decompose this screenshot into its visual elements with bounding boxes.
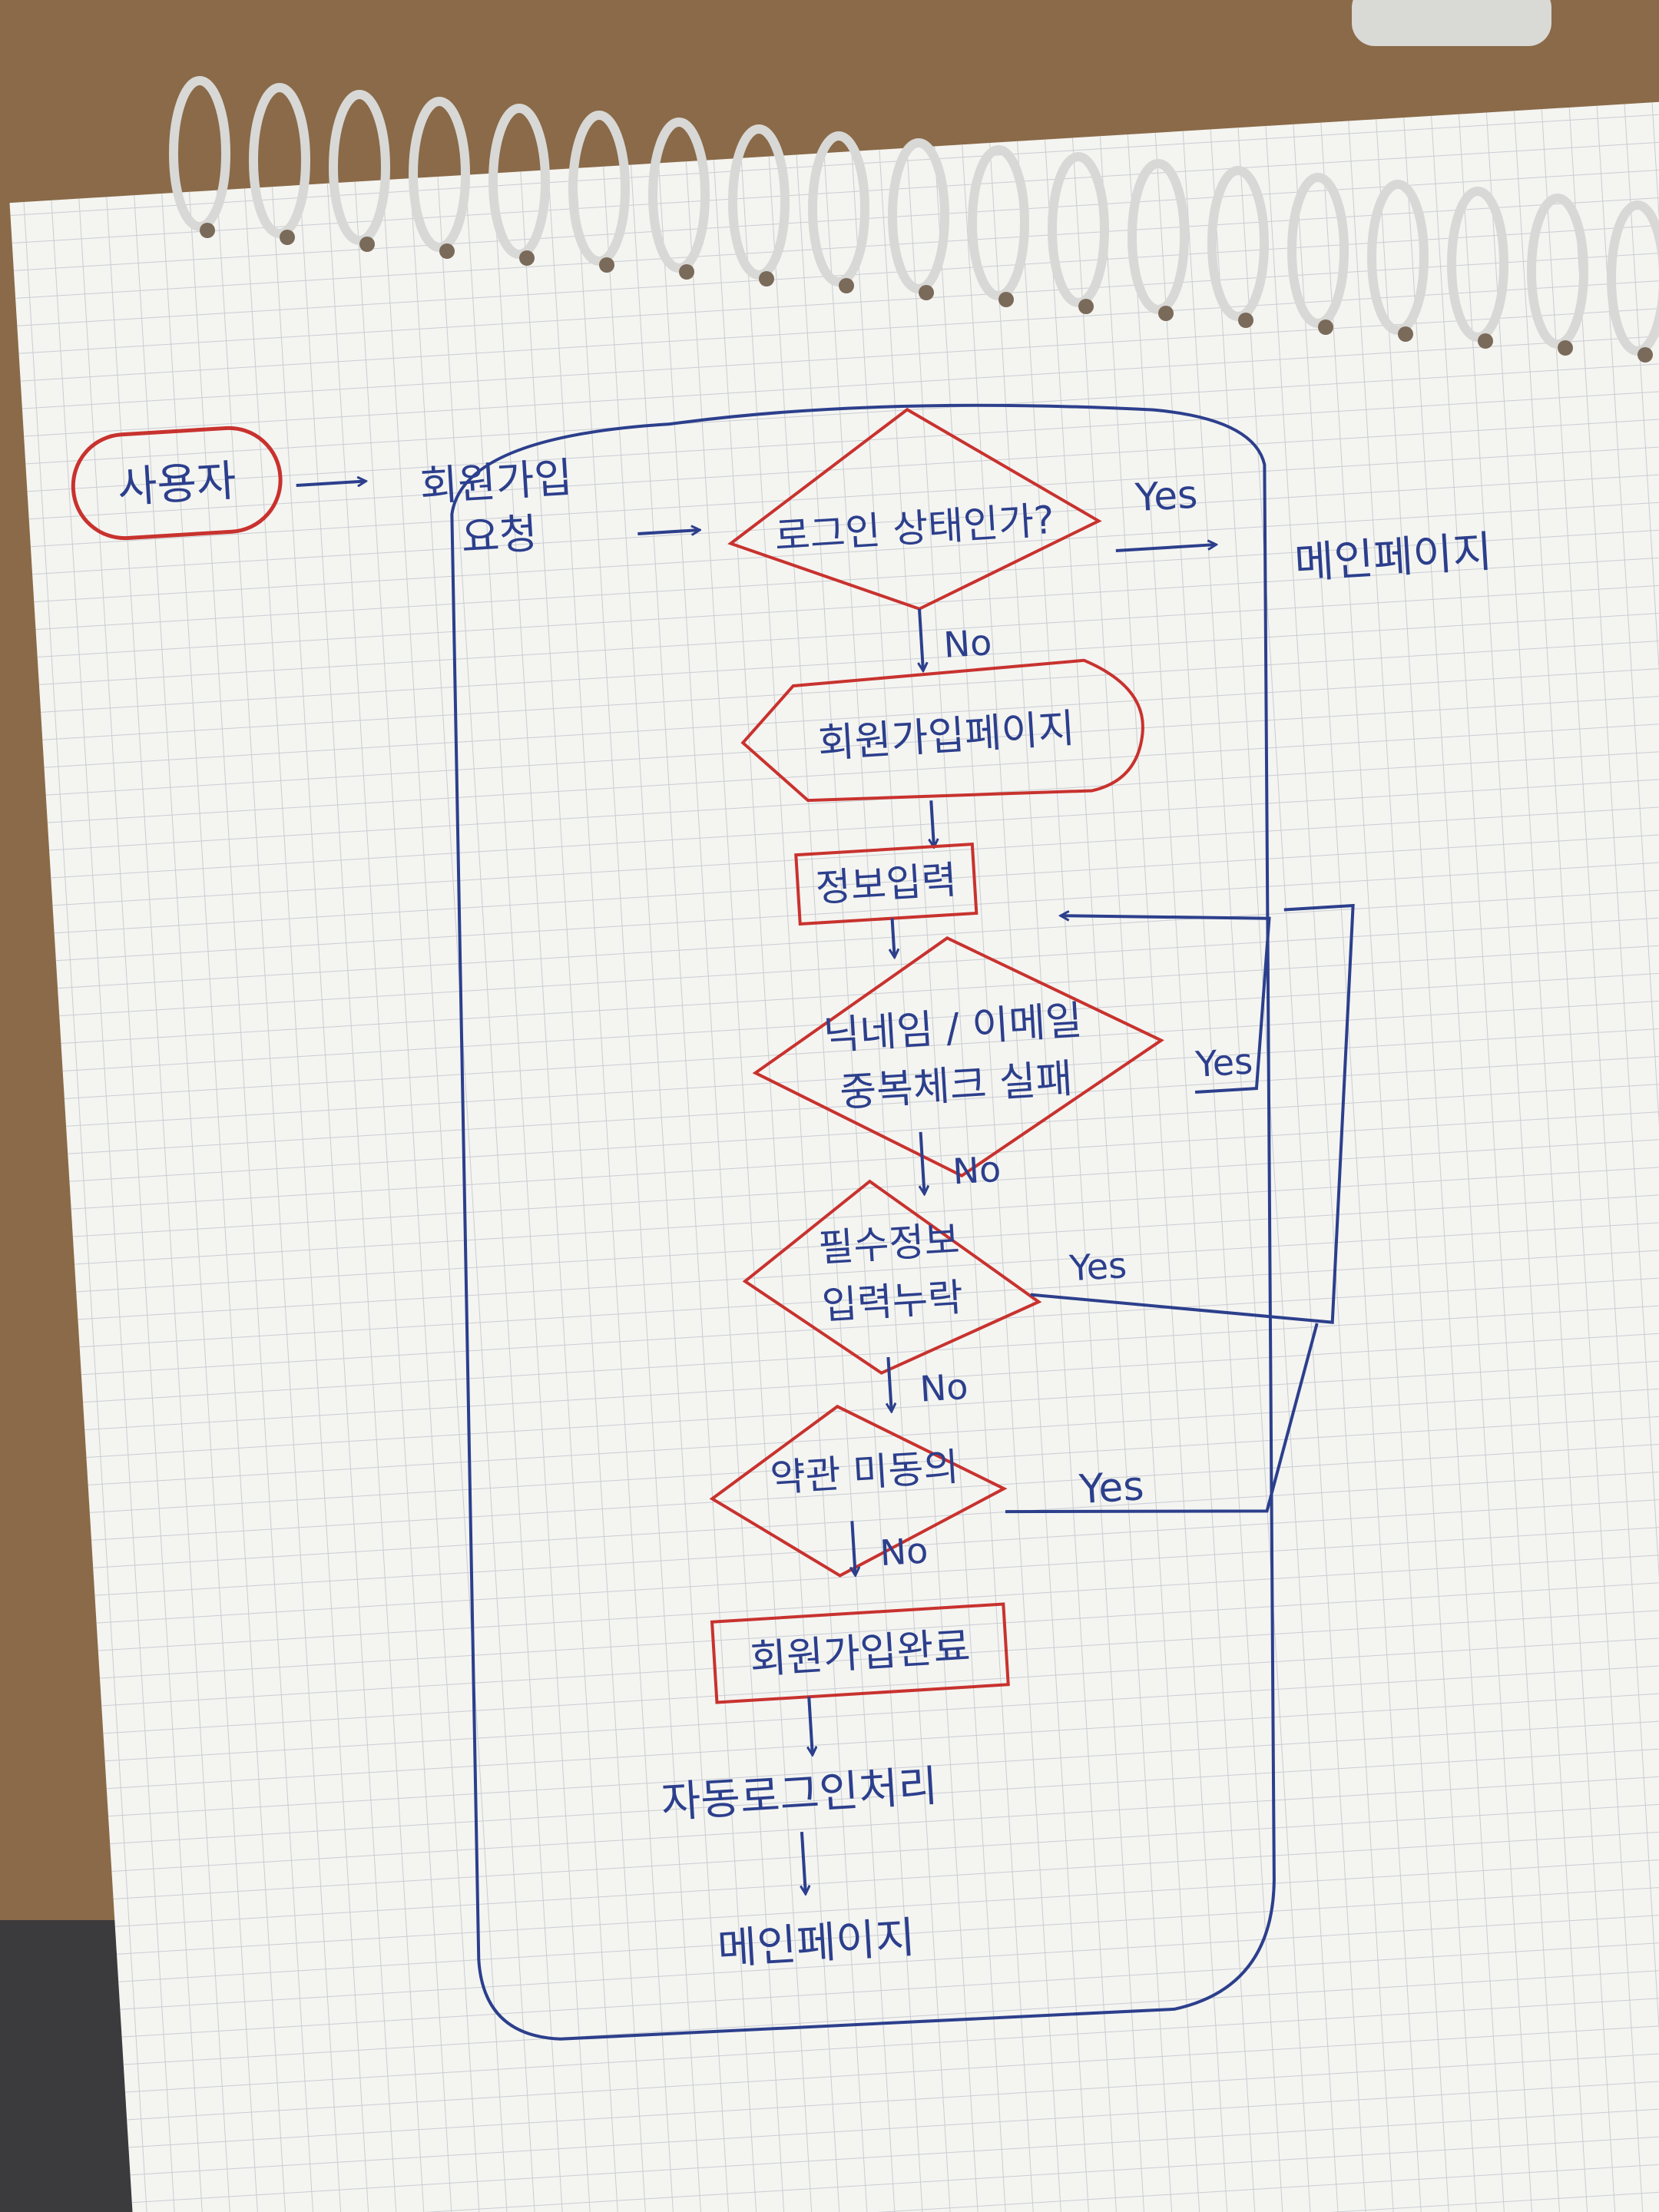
binding-hole	[200, 223, 215, 238]
binding-hole	[1238, 313, 1253, 328]
terms-decision	[709, 1404, 1008, 1578]
binding-hole	[1318, 320, 1333, 335]
binding-hole	[1478, 333, 1493, 349]
spiral-ring	[249, 83, 310, 238]
dup-check-decision	[752, 936, 1164, 1178]
required-missing-decision	[742, 1179, 1042, 1375]
actor-terminal	[71, 426, 283, 541]
required-missing-label-line-2: 입력누락	[820, 1275, 964, 1328]
spiral-ring	[1048, 152, 1109, 307]
enclosing-outline	[450, 403, 1276, 2041]
login-yes-arrow	[1115, 545, 1216, 552]
login-yes-target: 메인페이지	[1293, 527, 1494, 589]
spiral-ring	[808, 131, 869, 286]
binding-hole	[519, 250, 535, 266]
spiral-ring	[1447, 187, 1508, 342]
auto-login-arrow	[802, 1831, 806, 1893]
spiral-ring	[1287, 173, 1349, 328]
spiral-ring	[409, 97, 470, 252]
flowchart: 사용자 회원가입 요청 로그인 상태인가? Yes 메인페이지 No 회원가입페…	[71, 403, 1494, 2041]
spiral-ring	[728, 124, 790, 280]
spiral-ring	[968, 145, 1029, 300]
spiral-binding	[169, 76, 1659, 363]
binding-hole	[1078, 299, 1094, 314]
dup-no-label: No	[952, 1148, 1002, 1193]
spiral-ring	[1367, 180, 1429, 335]
spiral-ring	[648, 118, 710, 273]
terms-yes-line	[1005, 1323, 1319, 1514]
spiral-ring	[329, 90, 390, 245]
info-input-arrow	[892, 918, 895, 957]
main-page-label: 메인페이지	[716, 1912, 916, 1975]
terms-yes-label: Yes	[1078, 1463, 1145, 1513]
info-input-process	[794, 843, 979, 926]
required-no-arrow	[888, 1356, 891, 1411]
binding-hole	[759, 271, 774, 286]
dup-no-arrow	[921, 1131, 925, 1194]
request-label-line-1: 회원가입	[419, 453, 574, 511]
binding-hole	[1398, 326, 1413, 342]
binding-hole	[839, 278, 854, 293]
required-no-label: No	[919, 1366, 969, 1410]
actor-arrow	[296, 481, 366, 485]
spiral-ring	[488, 104, 550, 259]
required-yes-line	[1030, 903, 1355, 1324]
binding-hole	[359, 237, 375, 252]
signup-page-arrow	[931, 800, 934, 846]
spiral-ring	[888, 138, 949, 293]
spiral-ring	[1207, 166, 1269, 321]
login-no-label: No	[942, 621, 993, 666]
device-corner	[1352, 0, 1551, 46]
signup-complete-arrow	[809, 1697, 813, 1754]
notebook-page	[9, 100, 1659, 2212]
terms-no-label: No	[879, 1529, 929, 1574]
binding-hole	[1158, 306, 1174, 321]
actor-label: 사용자	[116, 456, 237, 513]
binding-hole	[439, 243, 455, 259]
info-input-label: 정보입력	[814, 858, 958, 911]
spiral-ring	[1527, 194, 1588, 349]
binding-hole	[280, 230, 295, 245]
dup-yes-loop	[1061, 903, 1271, 1094]
binding-hole	[1637, 347, 1653, 363]
spiral-ring	[1607, 200, 1659, 356]
spiral-ring	[568, 111, 630, 266]
request-label-line-2: 요청	[460, 509, 539, 562]
binding-hole	[679, 264, 694, 280]
spiral-ring	[169, 76, 230, 231]
login-no-arrow	[919, 608, 923, 671]
required-yes-label: Yes	[1068, 1244, 1128, 1289]
spiral-ring	[1128, 159, 1189, 314]
login-yes-label: Yes	[1134, 472, 1199, 520]
request-arrow	[637, 530, 699, 534]
terms-no-arrow	[852, 1521, 855, 1575]
required-missing-label-line-1: 필수정보	[817, 1217, 961, 1270]
binding-hole	[998, 292, 1014, 307]
binding-hole	[919, 285, 934, 300]
binding-hole	[1558, 340, 1573, 356]
dup-yes-label: Yes	[1194, 1040, 1253, 1084]
signup-page-shape	[740, 658, 1144, 803]
signup-complete-process	[710, 1602, 1010, 1704]
binding-hole	[599, 257, 614, 273]
